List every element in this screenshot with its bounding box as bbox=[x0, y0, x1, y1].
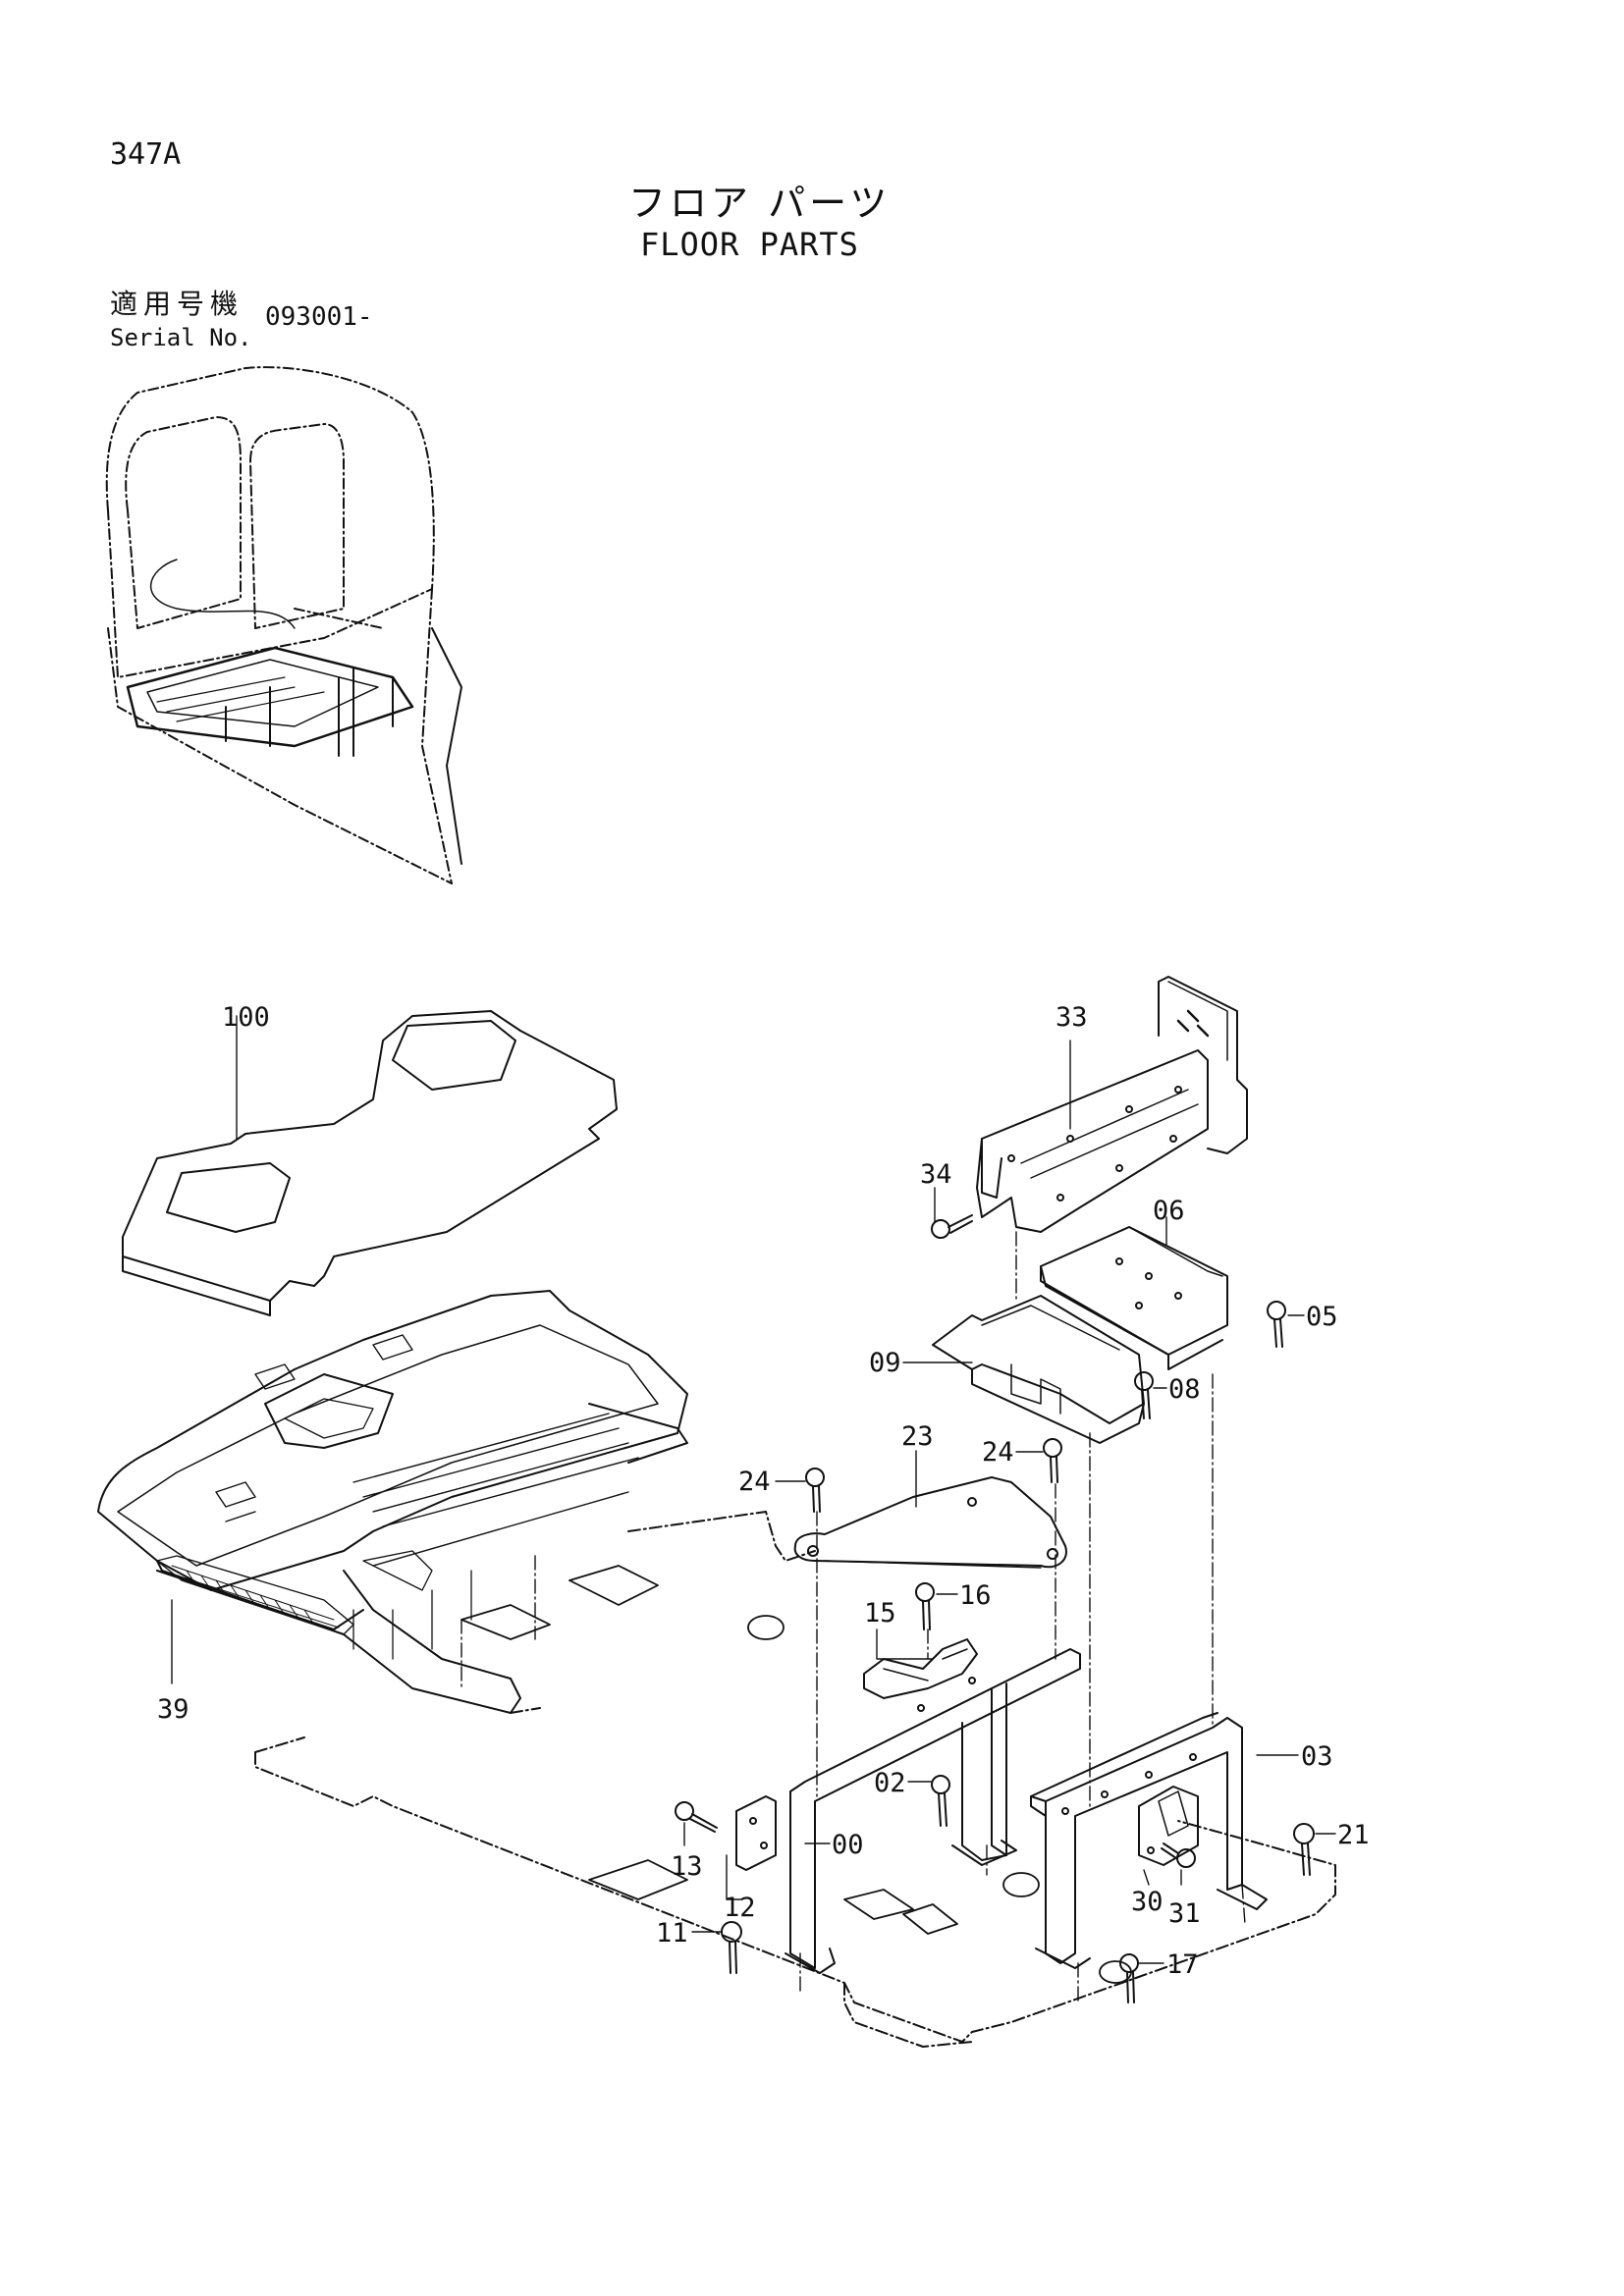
callout-08: 08 bbox=[1168, 1374, 1201, 1405]
part-30-latch bbox=[1138, 1786, 1199, 1866]
bolt-31 bbox=[1161, 1842, 1196, 1868]
bolt-34 bbox=[931, 1214, 973, 1239]
bolt-16 bbox=[915, 1582, 935, 1630]
callout-21: 21 bbox=[1337, 1820, 1370, 1850]
bolt-02 bbox=[931, 1775, 950, 1827]
callout-06: 06 bbox=[1153, 1196, 1185, 1226]
floor-openings bbox=[460, 1565, 1132, 1984]
callout-34: 34 bbox=[920, 1159, 952, 1190]
callout-17: 17 bbox=[1166, 1949, 1199, 1980]
bolt-11 bbox=[721, 1921, 742, 1974]
callout-24-left: 24 bbox=[738, 1467, 771, 1497]
serial-label-japanese: 適用号機 bbox=[110, 288, 244, 320]
callout-03: 03 bbox=[1301, 1741, 1333, 1772]
callout-23: 23 bbox=[901, 1421, 934, 1452]
page-title: FLOOR PARTS bbox=[640, 226, 859, 263]
part-09-bracket bbox=[932, 1295, 1145, 1444]
part-00-frame bbox=[785, 1648, 1081, 1974]
callout-16: 16 bbox=[959, 1580, 992, 1611]
callout-labels: 100 39 33 34 06 05 09 08 23 24 24 15 16 … bbox=[157, 1002, 1370, 1980]
callout-12: 12 bbox=[724, 1893, 756, 1923]
callout-11: 11 bbox=[656, 1918, 688, 1949]
part-100-floor-mat bbox=[122, 1010, 618, 1316]
bolt-17 bbox=[1119, 1953, 1139, 2003]
callout-05: 05 bbox=[1306, 1302, 1338, 1332]
callout-09: 09 bbox=[869, 1348, 901, 1378]
cab-overview-illustration bbox=[105, 366, 462, 884]
part-39-floor-plate bbox=[97, 1290, 688, 1714]
bolt-05 bbox=[1267, 1301, 1286, 1348]
part-33-seat-bracket bbox=[976, 976, 1248, 1233]
page-number: 347A bbox=[110, 137, 182, 172]
part-23-plate bbox=[793, 1476, 1067, 1569]
leader-lines bbox=[171, 1015, 1336, 1964]
callout-24-right: 24 bbox=[982, 1437, 1014, 1468]
base-floor-panel bbox=[254, 1511, 1336, 2048]
bolt-08 bbox=[1134, 1371, 1154, 1419]
part-12-plate bbox=[735, 1795, 777, 1871]
bolts bbox=[675, 1214, 1315, 2003]
alignment-lines bbox=[460, 1231, 1246, 2003]
callout-02: 02 bbox=[874, 1768, 906, 1798]
page-title-japanese: フロア パーツ bbox=[628, 182, 892, 225]
bolt-24-left bbox=[805, 1468, 825, 1513]
callout-100: 100 bbox=[222, 1002, 270, 1033]
bolt-24-right bbox=[1043, 1438, 1062, 1483]
callout-33: 33 bbox=[1056, 1002, 1088, 1033]
callout-31: 31 bbox=[1168, 1898, 1201, 1929]
part-03-frame bbox=[1030, 1712, 1268, 1969]
callout-15: 15 bbox=[864, 1598, 896, 1629]
bolt-13 bbox=[675, 1801, 718, 1833]
callout-30: 30 bbox=[1131, 1887, 1164, 1917]
serial-label: Serial No. bbox=[110, 324, 252, 351]
callout-00: 00 bbox=[832, 1830, 864, 1860]
bolt-21 bbox=[1293, 1823, 1315, 1876]
part-06-bracket bbox=[1040, 1226, 1228, 1370]
part-15-clip bbox=[863, 1638, 978, 1699]
callout-39: 39 bbox=[157, 1694, 189, 1725]
callout-13: 13 bbox=[671, 1851, 703, 1882]
serial-value: 093001- bbox=[265, 302, 373, 332]
honeycomb-pattern bbox=[171, 1565, 340, 1629]
